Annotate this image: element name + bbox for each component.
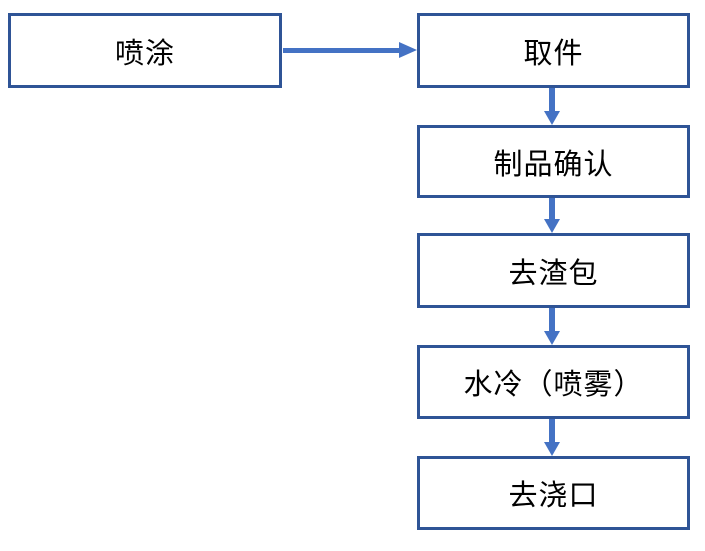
flow-node-pickup-label: 取件 [523,37,584,70]
connector-pickup-to-confirm [549,88,555,112]
flow-node-pickup: 取件 [417,13,690,88]
flow-node-spray-label: 喷涂 [114,37,175,70]
flow-node-deslag: 去渣包 [417,233,690,308]
flow-node-degate: 去浇口 [417,456,690,530]
connector-spray-to-pickup [283,48,400,53]
arrow-down-icon [544,111,560,125]
connector-cooling-to-degate [549,419,555,443]
flow-node-cooling: 水冷（喷雾） [417,345,690,419]
connector-confirm-to-deslag [549,198,555,220]
flow-node-spray: 喷涂 [8,13,282,88]
arrow-right-icon [399,42,417,58]
flow-node-degate-label: 去浇口 [508,480,599,512]
arrow-down-icon [544,331,560,345]
flow-node-cooling-label: 水冷（喷雾） [463,369,644,401]
flow-node-confirm: 制品确认 [417,125,690,198]
flow-node-deslag-label: 去渣包 [508,257,599,290]
arrow-down-icon [544,219,560,233]
flow-node-confirm-label: 制品确认 [493,148,614,181]
arrow-down-icon [544,442,560,456]
connector-deslag-to-cooling [549,308,555,332]
